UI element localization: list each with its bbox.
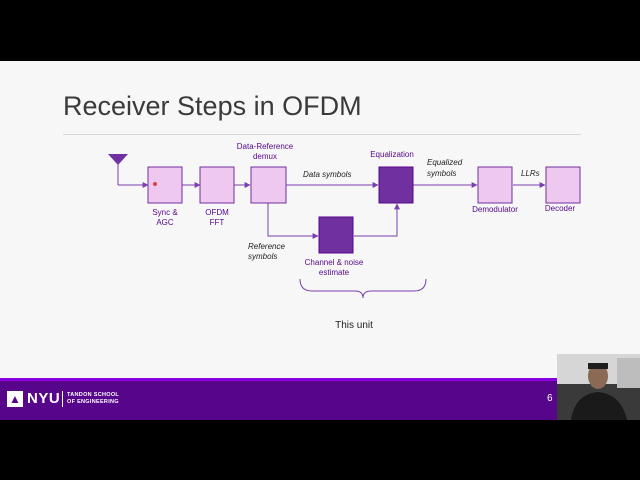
receiver-block-diagram: Sync & AGC OFDM FFT Data-Reference demux… <box>108 142 581 331</box>
reference-label-2: symbols <box>248 252 277 261</box>
ofdm-fft-block <box>199 166 235 204</box>
presenter-webcam <box>557 354 640 420</box>
fft-label-1: OFDM <box>205 208 229 217</box>
equalized-label-2: symbols <box>427 169 456 178</box>
slide-title: Receiver Steps in OFDM <box>63 91 362 121</box>
demux-label-2: demux <box>253 152 277 161</box>
sync-agc-block <box>147 166 183 204</box>
llrs-label: LLRs <box>521 169 540 178</box>
channel-label-1: Channel & noise <box>305 258 364 267</box>
sync-label-1: Sync & <box>152 208 178 217</box>
demux-label-1: Data-Reference <box>237 142 294 151</box>
edge-channel-eq <box>354 203 400 237</box>
nyu-torch-icon: ▲ <box>7 391 23 407</box>
equalized-label-1: Equalized <box>427 158 463 167</box>
sync-label-2: AGC <box>156 218 174 227</box>
nyu-logo-text: NYU <box>27 390 61 407</box>
brace-label: This unit <box>335 320 373 331</box>
reference-label-1: Reference <box>248 242 285 251</box>
data-symbols-label: Data symbols <box>303 170 351 179</box>
channel-noise-block <box>318 216 354 254</box>
unit-brace <box>299 278 427 299</box>
equalization-label: Equalization <box>370 150 414 159</box>
page-number: 6 <box>547 393 553 404</box>
footer-bar: ▲ NYU TANDON SCHOOL OF ENGINEERING 6 <box>0 381 640 420</box>
school-name: TANDON SCHOOL OF ENGINEERING <box>67 392 119 406</box>
edge-reference-symbols <box>267 203 319 239</box>
fft-label-2: FFT <box>210 218 225 227</box>
logo-divider <box>62 391 63 407</box>
demodulator-label: Demodulator <box>472 205 518 214</box>
footer-accent-line <box>0 378 640 381</box>
demux-block <box>250 166 287 204</box>
antenna-icon <box>108 154 149 188</box>
channel-label-2: estimate <box>319 268 350 277</box>
title-divider <box>63 134 581 135</box>
equalization-block <box>378 166 414 204</box>
pointer-dot <box>153 182 157 186</box>
demodulator-block <box>477 166 513 204</box>
decoder-block <box>545 166 581 204</box>
decoder-label: Decoder <box>545 204 576 213</box>
slide: Receiver Steps in OFDM Syn <box>0 61 640 420</box>
school-name-line-2: OF ENGINEERING <box>67 399 119 405</box>
school-name-line-1: TANDON SCHOOL <box>67 392 120 398</box>
